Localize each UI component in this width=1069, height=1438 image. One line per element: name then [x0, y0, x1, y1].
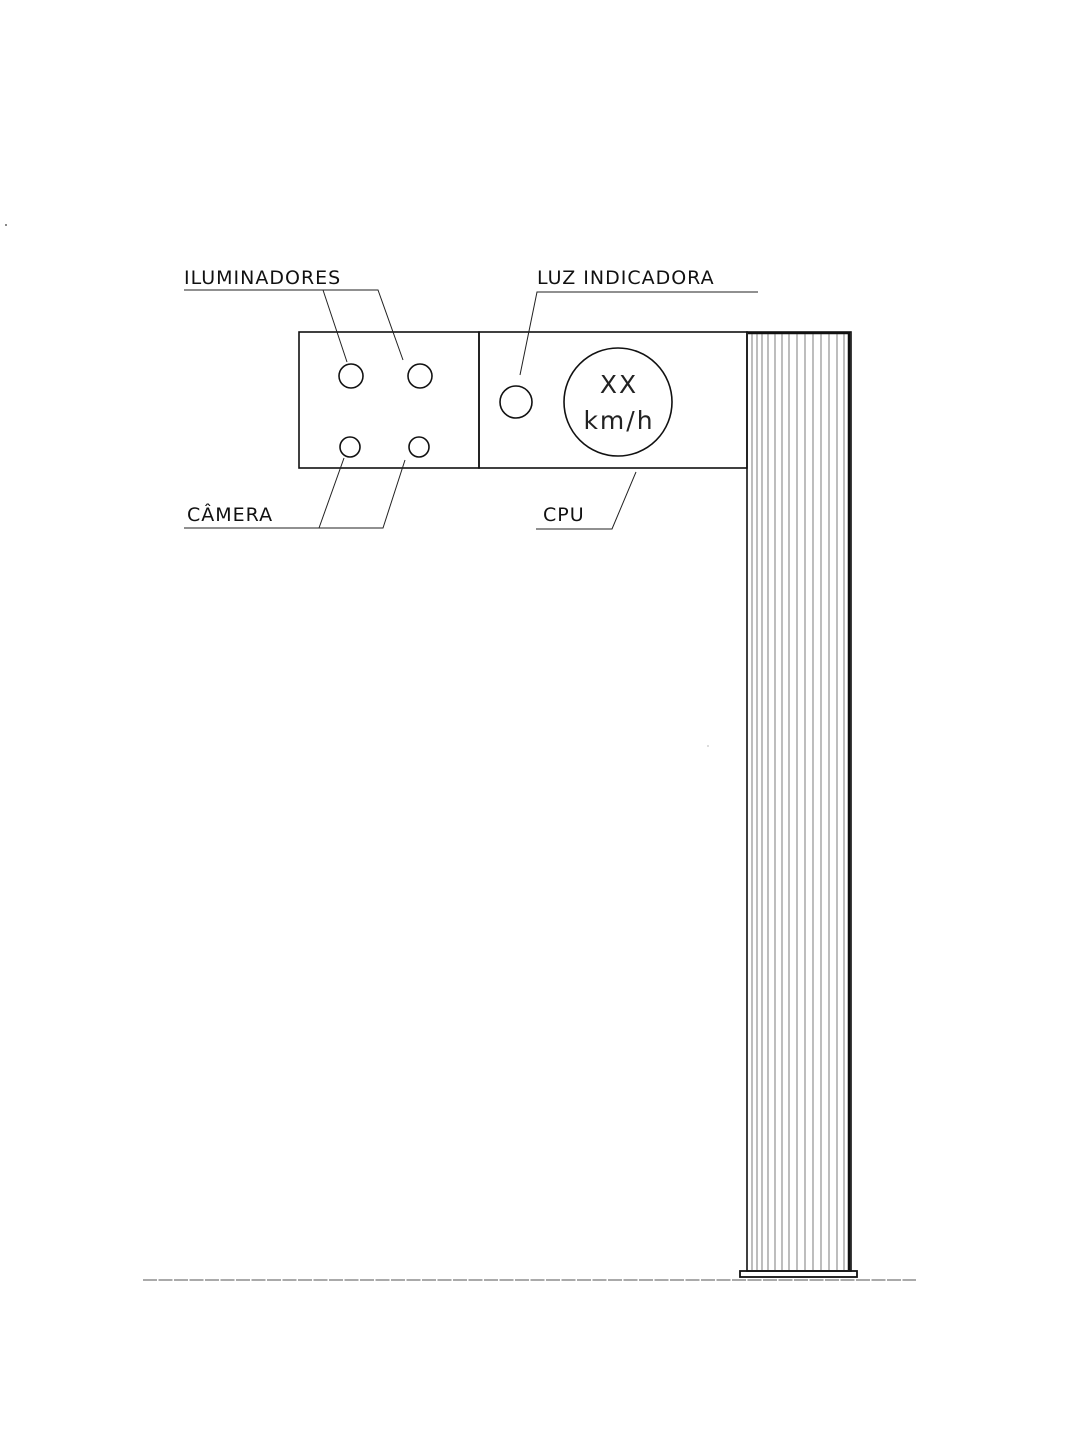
leader-cpu [536, 471, 637, 530]
stray-dot [5, 224, 7, 226]
camera-illuminator-box [298, 331, 480, 469]
pole-base-plate [739, 1270, 858, 1278]
stray-dot [707, 745, 709, 747]
pole [746, 331, 852, 1272]
speed-display [563, 347, 673, 457]
label-luz-indicadora: LUZ INDICADORA [537, 267, 715, 289]
illuminator-top-right [407, 363, 433, 389]
indicator-light [499, 385, 533, 419]
leader-camera [184, 459, 406, 529]
leader-iluminadores-2 [322, 289, 348, 363]
label-camera: CÂMERA [187, 503, 273, 526]
camera-lens-left [339, 436, 361, 458]
illuminator-top-left [338, 363, 364, 389]
leader-camera-2 [318, 457, 345, 529]
leader-luz-indicadora [519, 291, 758, 376]
speed-display-unit: km/h [583, 406, 654, 435]
camera-lens-right [408, 436, 430, 458]
cpu-display-box [478, 331, 748, 469]
label-iluminadores: ILUMINADORES [184, 267, 341, 289]
label-cpu: CPU [543, 504, 585, 526]
speed-display-value: XX [600, 370, 638, 399]
leader-iluminadores [184, 289, 404, 361]
